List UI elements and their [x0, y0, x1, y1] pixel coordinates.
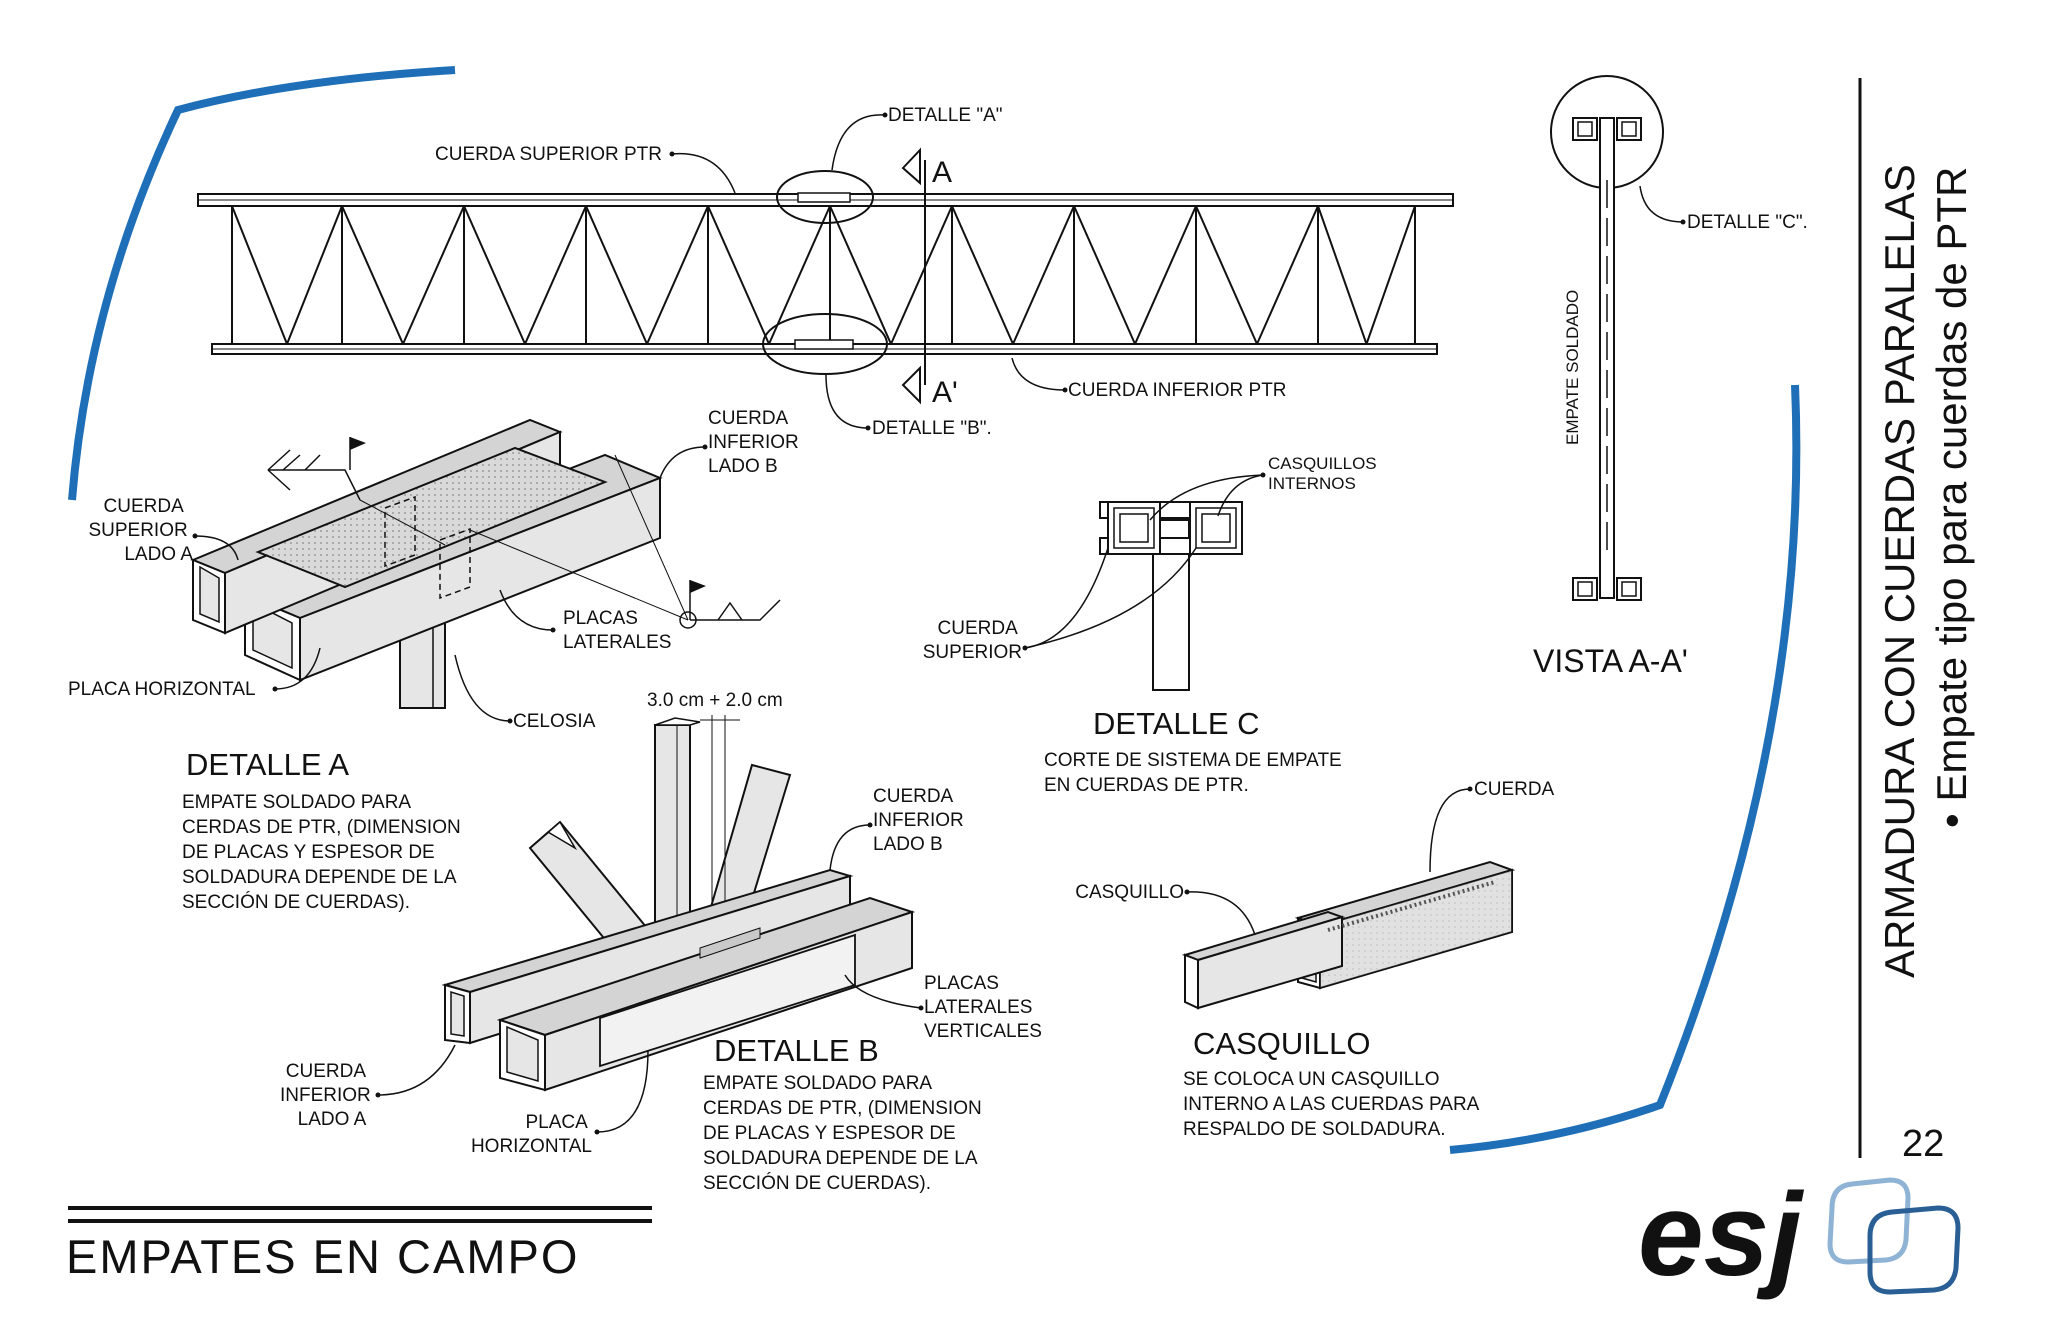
- truss-web-member: [585, 205, 648, 345]
- detalle-b-cuerda-inf-b-label: CUERDA INFERIOR LADO B: [873, 786, 969, 855]
- detalle-a-placa-horizontal-label: PLACA HORIZONTAL: [68, 679, 256, 700]
- detalle-b-heading: DETALLE B: [714, 1033, 879, 1068]
- section-mark-top: A: [932, 156, 952, 189]
- detalle-c-cuerda-label: CUERDA SUPERIOR: [923, 618, 1022, 663]
- page-title: EMPATES EN CAMPO: [66, 1230, 579, 1283]
- blue-arc-right: [1449, 384, 1801, 1154]
- logo-square-light: [1827, 1177, 1911, 1265]
- truss-web-member: [1012, 205, 1075, 345]
- truss-web-member: [231, 205, 288, 345]
- section-mark-bottom: A': [932, 376, 958, 409]
- detalle-c-description: CORTE DE SISTEMA DE EMPATE EN CUERDAS DE…: [1044, 750, 1347, 796]
- detail-a-ref-label: DETALLE "A": [888, 105, 1003, 126]
- truss-web-member: [1365, 205, 1416, 345]
- esj-logo: esj: [1638, 1169, 1961, 1301]
- truss-web-member: [707, 205, 770, 345]
- detalle-b-cuerda-inf-a-label: CUERDA INFERIOR LADO A: [280, 1061, 376, 1130]
- truss-web-member: [1195, 205, 1258, 345]
- detalle-b-description: EMPATE SOLDADO PARA CERDAS DE PTR, (DIME…: [703, 1073, 987, 1194]
- detalle-c-drawing: [1022, 472, 1266, 691]
- bottom-chord-label: CUERDA INFERIOR PTR: [1068, 380, 1287, 401]
- truss-elevation: [197, 112, 1454, 431]
- casquillo-cuerda-label: CUERDA: [1474, 779, 1555, 800]
- detail-c-ref-label: DETALLE "C".: [1687, 212, 1808, 233]
- detalle-a-heading: DETALLE A: [186, 747, 349, 782]
- vertical-title: ARMADURA CON CUERDAS PARALELAS: [1876, 164, 1923, 978]
- truss-web-member: [768, 205, 831, 345]
- page-number: 22: [1902, 1123, 1944, 1165]
- truss-web-member: [1256, 205, 1319, 345]
- detalle-a-cuerda-sup-label: CUERDA SUPERIOR LADO A: [88, 496, 193, 565]
- logo-square-dark: [1867, 1205, 1961, 1295]
- detalle-a-celosia-label: CELOSIA: [513, 711, 596, 732]
- top-chord-label: CUERDA SUPERIOR PTR: [435, 144, 662, 165]
- detalle-a-drawing: [190, 418, 781, 724]
- vista-title: VISTA A-A': [1533, 643, 1688, 679]
- detalle-b-dimension: 3.0 cm + 2.0 cm: [647, 690, 783, 711]
- truss-web-member: [402, 205, 465, 345]
- truss-web-member: [1317, 205, 1368, 345]
- truss-web-member: [829, 205, 892, 345]
- detail-b-ref-label: DETALLE "B".: [872, 418, 992, 439]
- truss-web-member: [951, 205, 1014, 345]
- truss-web-member: [524, 205, 587, 345]
- detalle-c-casquillos-label: CASQUILLOS INTERNOS: [1268, 454, 1381, 493]
- blue-arc-left: [68, 66, 456, 501]
- casquillo-drawing: [1181, 786, 1516, 1010]
- truss-web-member: [341, 205, 404, 345]
- detalle-b-drawing: [375, 715, 924, 1135]
- casquillo-heading: CASQUILLO: [1193, 1026, 1370, 1061]
- truss-web-member: [646, 205, 709, 345]
- detalle-a-description: EMPATE SOLDADO PARA CERDAS DE PTR, (DIME…: [182, 792, 466, 913]
- casquillo-label: CASQUILLO: [1075, 882, 1184, 903]
- weld-label-vertical: EMPATE SOLDADO: [1563, 290, 1582, 445]
- detalle-c-heading: DETALLE C: [1093, 706, 1260, 741]
- detalle-b-placa-horizontal-label: PLACA HORIZONTAL: [471, 1112, 592, 1157]
- truss-web-member: [890, 205, 953, 345]
- truss-web-member: [463, 205, 526, 345]
- casquillo-description: SE COLOCA UN CASQUILLO INTERNO A LAS CUE…: [1183, 1069, 1484, 1140]
- truss-web-member: [1073, 205, 1136, 345]
- detalle-a-placas-laterales-label: PLACAS LATERALES: [563, 608, 671, 653]
- logo-text: esj: [1638, 1169, 1804, 1301]
- vertical-subtitle: • Empate tipo para cuerdas de PTR: [1928, 167, 1975, 828]
- vista-section-drawing: [1550, 75, 1686, 601]
- truss-web-member: [286, 205, 343, 345]
- truss-web-member: [1134, 205, 1197, 345]
- detalle-a-cuerda-inf-label: CUERDA INFERIOR LADO B: [708, 408, 804, 477]
- detalle-b-placas-verticales-label: PLACAS LATERALES VERTICALES: [924, 973, 1042, 1042]
